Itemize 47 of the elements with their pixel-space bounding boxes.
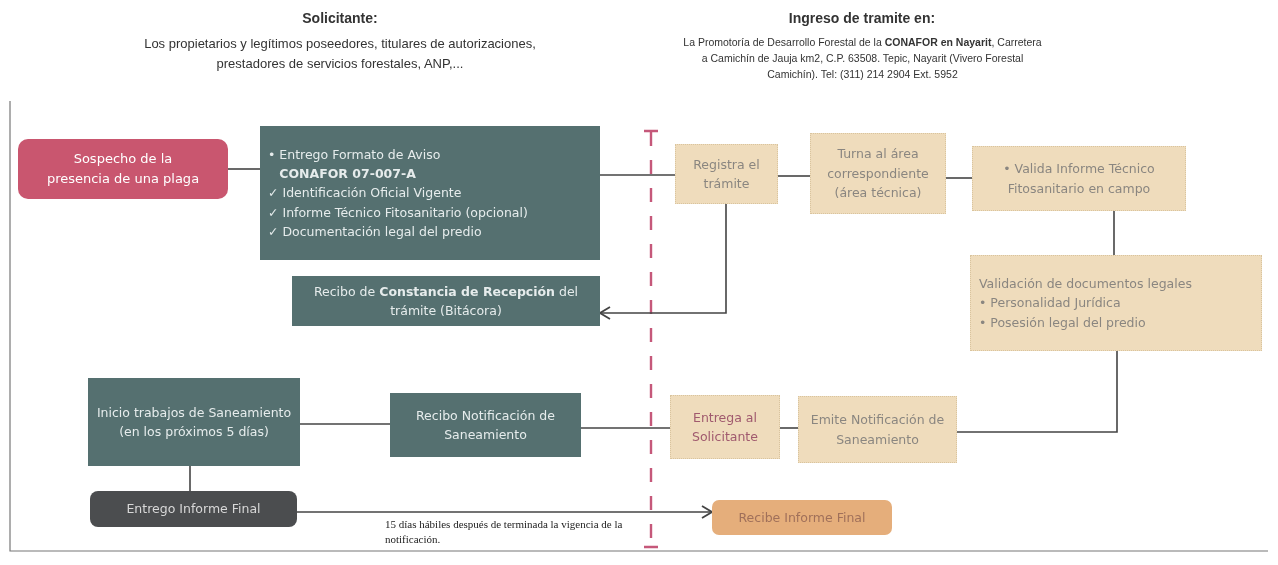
- column-heading: Solicitante:: [301, 9, 379, 28]
- connector-line: [227, 168, 261, 170]
- connector-line: [956, 350, 1118, 433]
- box-text: Registra el trámite: [692, 155, 761, 193]
- box-text: Recibe Informe Final: [737, 508, 867, 527]
- description-text: Los propietarios y legítimos poseedores, titulares de autorizaciones, prestadores de servicios forestales, ANP,...: [143, 35, 537, 73]
- end-box: [712, 500, 892, 535]
- connector-line: [779, 427, 799, 429]
- start-box: [18, 139, 228, 199]
- process-box: [798, 396, 957, 463]
- arrow: [296, 505, 713, 519]
- process-box: [260, 126, 600, 260]
- box-text: • Personalidad Jurídica: [979, 294, 1122, 313]
- box-text: • Entrego Formato de Aviso CONAFOR 07-007-A: [268, 145, 442, 183]
- process-box: [90, 491, 297, 527]
- process-box: [670, 395, 780, 459]
- connector-line: [580, 427, 671, 429]
- arrow: [599, 203, 727, 320]
- box-text: Entrego Informe Final: [125, 500, 262, 519]
- connector-line: [777, 175, 811, 177]
- process-box: [970, 255, 1262, 351]
- column-heading: Ingreso de tramite en:: [787, 9, 937, 28]
- process-box: [810, 133, 946, 214]
- box-text: Validación de documentos legales: [979, 274, 1193, 293]
- process-box: [675, 144, 778, 204]
- box-text: ✓ Documentación legal del predio: [268, 223, 483, 242]
- box-text: Recibo de Constancia de Recepción del trámite (Bitácora): [312, 282, 580, 320]
- connector-line: [1113, 210, 1115, 256]
- process-box: [390, 393, 581, 457]
- box-text: Entrega al Solicitante: [691, 408, 759, 446]
- box-text: Turna al área correspondiente (área técnica): [826, 145, 930, 203]
- process-box: [88, 378, 300, 466]
- box-text: ✓ Informe Técnico Fitosanitario (opcional): [268, 203, 529, 222]
- box-text: • Posesión legal del predio: [979, 313, 1147, 332]
- connector-line: [189, 465, 191, 492]
- process-box: [292, 276, 600, 326]
- connector-line: [599, 174, 676, 176]
- box-text: ✓ Identificación Oficial Vigente: [268, 184, 463, 203]
- box-text: Sospecho de la presencia de una plaga: [45, 149, 201, 188]
- box-text: Inicio trabajos de Saneamiento (en los próximos 5 días): [96, 403, 292, 441]
- address-text: La Promotoría de Desarrollo Forestal de la CONAFOR en Nayarit, Carretera a Camichín de Jauja km2, C.P. 63508. Tepic, Nayarit (Vivero Forestal Camichín). Tel: (311) 214 2904 Ext. 5952: [682, 35, 1043, 82]
- process-box: [972, 146, 1186, 211]
- box-text: • Valida Informe Técnico Fitosanitario en campo: [1002, 160, 1156, 198]
- box-text: Emite Notificación de Saneamiento: [809, 411, 946, 449]
- box-text: Recibo Notificación de Saneamiento: [415, 406, 556, 444]
- connector-line: [945, 177, 973, 179]
- connector-line: [299, 423, 391, 425]
